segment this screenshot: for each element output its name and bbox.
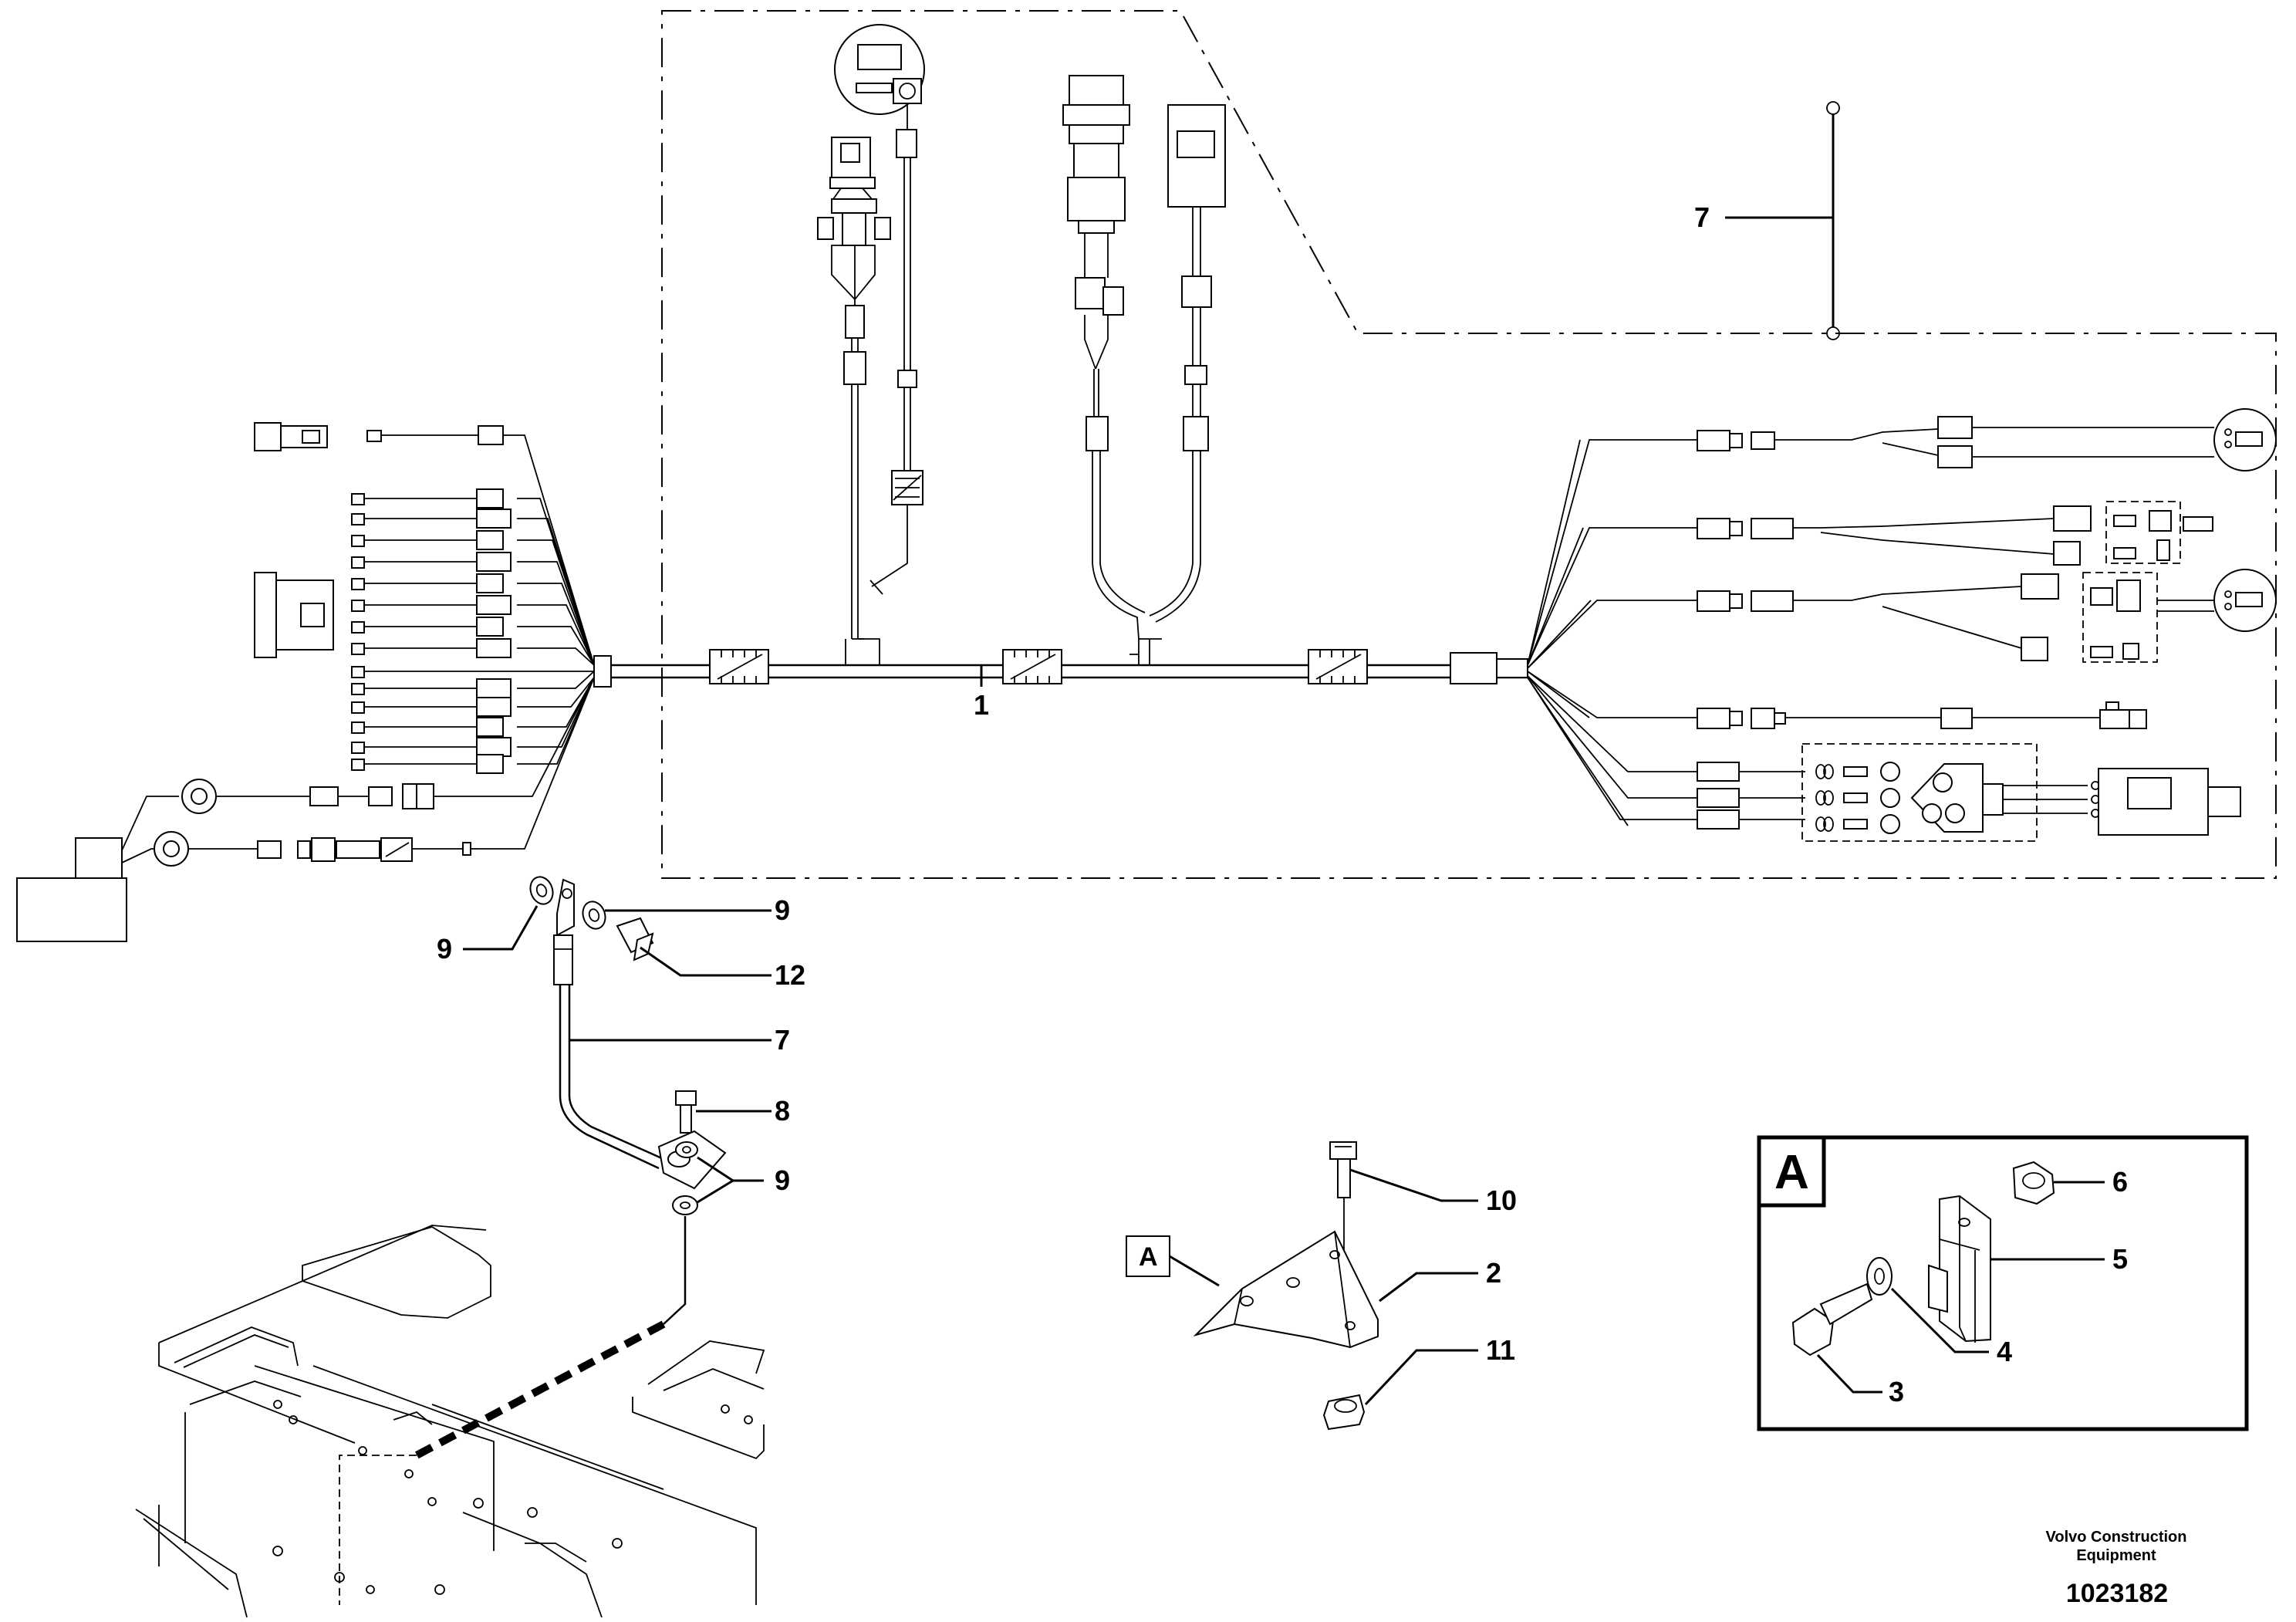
callout-label: 6 [2112,1166,2128,1198]
footer: Volvo Construction Equipment 1023182 [2046,1529,2187,1608]
left-connector-top [254,422,504,451]
callout-1: 1 [974,665,989,721]
top-branch-middle [1062,75,1226,665]
grommet-3 [1308,649,1368,684]
callout-label: 9 [437,933,452,965]
callout-label: 8 [775,1095,790,1127]
callout-label: A [1774,1146,1809,1199]
callout-label: 11 [1486,1334,1515,1366]
callout-label: 5 [2112,1243,2128,1275]
callout-label: 10 [1486,1184,1517,1216]
callout-label: A [1139,1242,1158,1272]
top-branch-left [817,24,925,665]
frame-structure [135,1225,765,1618]
company-line-1: Volvo Construction [2046,1529,2187,1546]
harness-boundary [661,10,2277,879]
main-harness-trunk [593,649,1528,688]
company-line-2: Equipment [2076,1547,2156,1564]
left-fanout [16,422,595,942]
callout-label: 3 [1889,1376,1904,1407]
ground-cable-assembly: 9 7 9 12 8 9 [339,876,805,1605]
left-connector-multi [254,572,334,658]
battery-connection [16,779,478,942]
callout-label: 7 [1694,201,1710,233]
grommet-2 [1002,649,1062,684]
callout-label: 4 [1997,1336,2012,1367]
terminal-rows [351,488,517,774]
callout-label: 1 [974,689,989,721]
callout-label: 7 [775,1024,790,1056]
bracket-assembly: 10 2 A 11 [1126,1141,1517,1431]
grommet-1 [709,649,769,684]
callout-label: 12 [775,959,805,991]
document-number: 1023182 [2066,1579,2168,1608]
callout-label: 9 [775,1164,790,1196]
detail-view-a: A 5 6 4 3 [1757,1135,2249,1431]
callout-label: 9 [775,894,790,926]
right-fanout [1527,408,2277,842]
callout-label: 2 [1486,1257,1501,1289]
callout-7-top: 7 [1694,101,1840,340]
